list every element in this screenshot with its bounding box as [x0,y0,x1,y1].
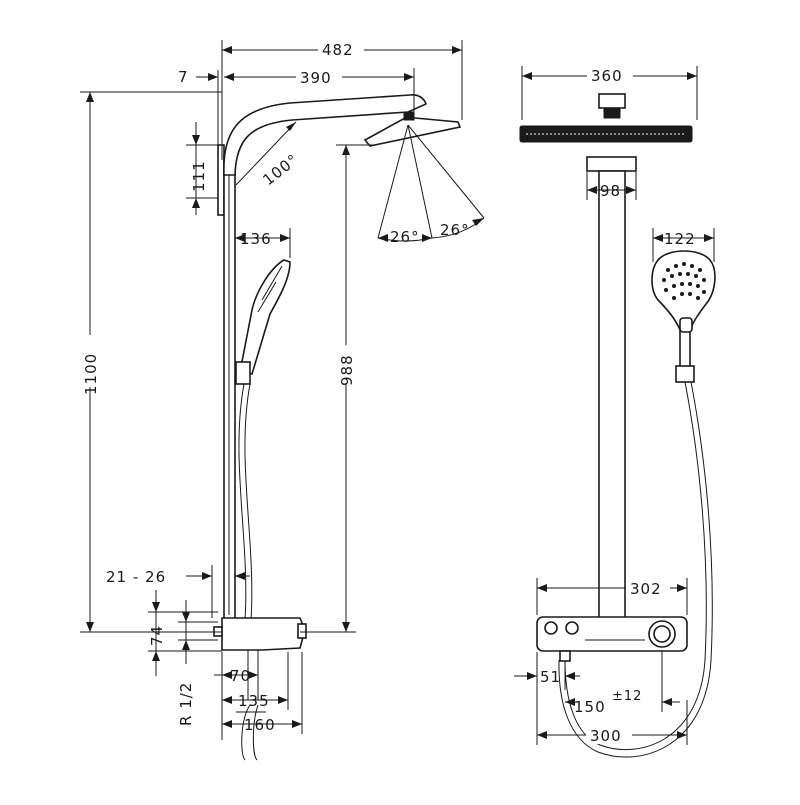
head-shower [363,117,462,147]
dim-302: 302 [630,580,662,598]
dim-300: 300 [590,727,622,745]
dim-360: 360 [591,67,623,85]
front-view-dimensions: 360 98 122 302 51 15 [514,66,715,745]
dim-390: 390 [300,69,332,87]
dim-135: 135 [238,692,270,710]
dim-26-left: 26° [390,228,420,246]
hose [238,383,247,621]
dim-51: 51 [540,668,561,686]
dim-7: 7 [178,68,189,86]
dim-150-tolerance: ±12 [612,689,642,704]
dim-70: 70 [230,667,251,685]
hand-shower [239,259,291,375]
hand-shower-front [651,250,716,369]
dim-988: 988 [338,354,356,386]
dim-111: 111 [190,160,208,192]
front-view [519,93,716,758]
dim-1100: 1100 [82,353,100,395]
side-view [213,94,485,761]
dim-136: 136 [240,230,272,248]
shower-arm [223,94,427,176]
dim-26-right: 26° [440,221,470,239]
dim-122: 122 [664,230,696,248]
dim-150: 150 [574,698,606,716]
spray-nozzles [662,262,706,300]
dim-98: 98 [600,182,621,200]
dim-482: 482 [322,41,354,59]
dim-21-26: 21 - 26 [106,568,166,586]
riser-pipe-front [598,170,626,622]
wall-bracket [217,144,225,216]
dim-74: 74 [148,625,166,646]
hose-front [564,381,707,751]
dim-160: 160 [244,716,276,734]
dim-thread: R 1/2 [177,682,195,726]
thermostat-body [221,617,306,651]
dim-100deg: 100° [259,150,302,189]
